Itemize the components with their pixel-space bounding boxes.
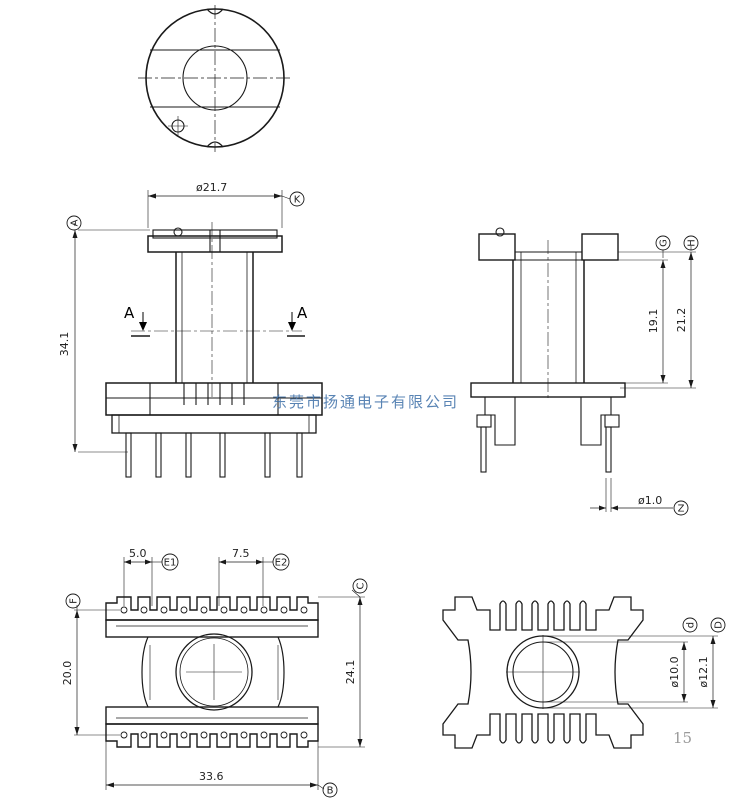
- callout-a-label: A: [70, 219, 81, 226]
- bottom-view: [74, 557, 365, 790]
- front-view: [72, 190, 323, 478]
- callout-d-upper-label: D: [714, 621, 725, 629]
- callout-h-bubble: [683, 235, 699, 251]
- callout-d-lower-bubble: [682, 617, 698, 633]
- dim-pin-pitch-e2: 7.5: [232, 547, 250, 560]
- callout-z-label: Z: [678, 504, 685, 515]
- dim-row-spacing: 20.0: [61, 661, 74, 686]
- dim-height-g: 19.1: [647, 309, 660, 334]
- dim-height-h: 21.2: [675, 308, 688, 333]
- section-mark-left: A: [124, 304, 135, 322]
- dim-outer-diameter: ø12.1: [697, 656, 710, 687]
- callout-k-label: K: [294, 195, 301, 206]
- dim-length-b: 33.6: [199, 770, 224, 783]
- callout-k-bubble: [289, 191, 305, 207]
- callout-e1-bubble: [161, 553, 179, 571]
- dim-bore-diameter: ø10.0: [668, 656, 681, 687]
- dim-flange-diameter: ø21.7: [196, 181, 227, 194]
- callout-z-bubble: [673, 500, 689, 516]
- side-view: [470, 227, 696, 512]
- callout-g-label: G: [659, 239, 670, 247]
- callout-g-bubble: [655, 235, 671, 251]
- callout-d-lower-label: d: [686, 622, 697, 628]
- section-view: [442, 596, 718, 749]
- callout-f-label: F: [69, 598, 80, 604]
- section-arrow-right: [288, 322, 296, 331]
- section-arrow-left: [139, 322, 147, 331]
- callout-e1-label: E1: [164, 558, 177, 569]
- section-mark-right: A: [297, 304, 308, 322]
- dim-pin-diameter: ø1.0: [638, 494, 662, 507]
- callout-d-upper-bubble: [710, 617, 726, 633]
- callout-b-bubble: [322, 782, 338, 798]
- dim-pin-pitch-e1: 5.0: [129, 547, 147, 560]
- callout-e2-bubble: [272, 553, 290, 571]
- callout-h-label: H: [687, 239, 698, 247]
- watermark: 东莞市扬通电子有限公司: [272, 393, 459, 411]
- dim-overall-height: 34.1: [58, 332, 71, 357]
- top-view: [138, 5, 292, 152]
- callout-f-bubble: [65, 593, 81, 609]
- callout-e2-label: E2: [275, 558, 288, 569]
- callout-c-label: C: [356, 582, 367, 589]
- callout-b-label: B: [327, 786, 334, 797]
- callout-c-bubble: [352, 578, 368, 594]
- dim-width-c: 24.1: [344, 660, 357, 685]
- page-number: 15: [673, 729, 692, 747]
- callout-a-bubble: [66, 215, 82, 231]
